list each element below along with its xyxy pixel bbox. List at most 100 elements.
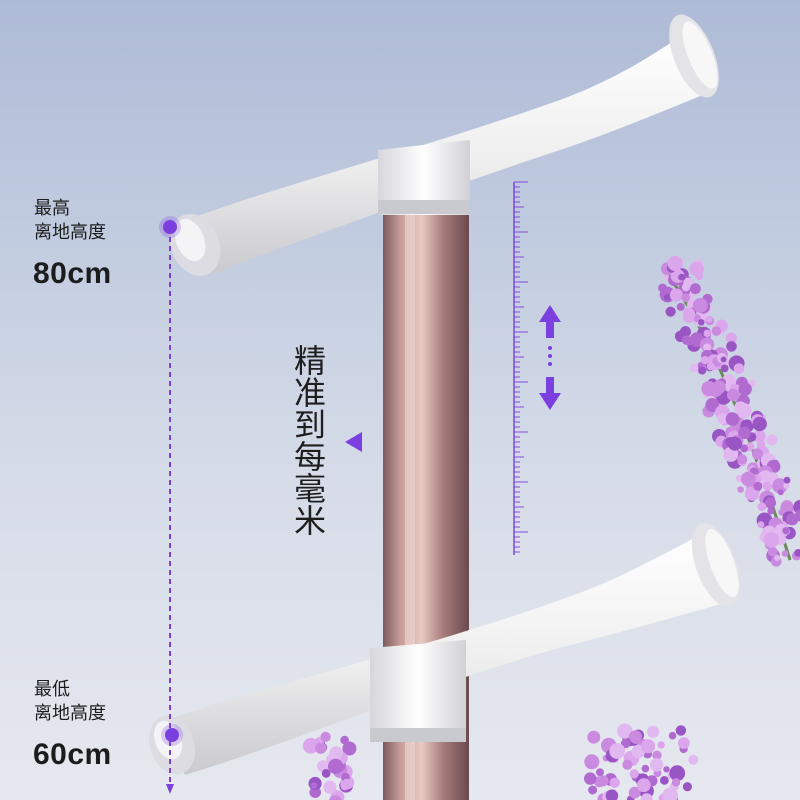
blossom xyxy=(584,754,600,770)
blossom xyxy=(310,782,318,789)
blossom xyxy=(751,448,764,460)
blossom xyxy=(781,550,789,557)
blossom xyxy=(630,733,642,744)
blossom xyxy=(701,380,717,397)
blossom xyxy=(685,337,694,346)
blossom xyxy=(342,778,351,787)
blossom xyxy=(780,500,794,513)
blossom xyxy=(657,741,665,749)
blossom xyxy=(733,363,745,374)
blossom xyxy=(703,329,712,338)
bottom-label-line1: 最低 xyxy=(34,679,70,700)
blossom xyxy=(671,778,681,787)
ruler-scale xyxy=(513,181,528,555)
blossom xyxy=(669,288,684,302)
blossom xyxy=(340,735,349,745)
blossom xyxy=(738,382,752,396)
blossom xyxy=(717,413,728,425)
blossom xyxy=(690,283,701,295)
blossom xyxy=(766,434,778,446)
blossom xyxy=(764,497,776,509)
blossom xyxy=(700,356,710,365)
blossom xyxy=(315,742,327,754)
blossom xyxy=(777,489,784,496)
blossom xyxy=(323,780,337,794)
blossom xyxy=(692,298,708,313)
blossom xyxy=(737,454,748,465)
blossom xyxy=(757,502,767,512)
blossom xyxy=(725,332,737,344)
blossom xyxy=(740,444,749,453)
blossom xyxy=(725,412,740,426)
blossom xyxy=(752,430,766,443)
blossom xyxy=(668,731,677,740)
blossom xyxy=(640,793,653,800)
blossom xyxy=(705,315,713,323)
blossom xyxy=(774,554,781,562)
blossom xyxy=(706,362,715,371)
blossom xyxy=(328,795,342,800)
blossom xyxy=(705,398,720,412)
blossom xyxy=(698,319,705,326)
blossom xyxy=(617,723,633,739)
blossom xyxy=(321,769,331,778)
blossom xyxy=(596,768,604,777)
blossom xyxy=(752,416,767,432)
blossom xyxy=(609,777,620,788)
top-label-line2: 离地高度 xyxy=(34,222,106,243)
blossom xyxy=(663,293,671,301)
blossom xyxy=(726,341,737,352)
blossom xyxy=(794,549,800,557)
blossom xyxy=(669,765,686,782)
blossom xyxy=(605,789,619,800)
blossom xyxy=(588,785,598,795)
blossom xyxy=(663,766,670,773)
blossom xyxy=(740,471,756,487)
blossom xyxy=(678,273,685,281)
blossom xyxy=(763,532,780,548)
blossom xyxy=(698,366,707,375)
blossom xyxy=(675,725,687,736)
top-height-value: 80cm xyxy=(33,257,112,290)
bottom-label-line2: 离地高度 xyxy=(34,703,106,724)
blossom xyxy=(734,401,747,415)
blossom xyxy=(688,754,699,765)
blossom xyxy=(795,509,800,522)
blossom xyxy=(757,470,774,486)
top-label-line1: 最高 xyxy=(34,198,70,219)
blossom xyxy=(587,730,601,744)
bottom-marker-dot xyxy=(165,728,179,742)
blossom xyxy=(720,364,729,373)
bottom-handle xyxy=(148,523,741,775)
blossom xyxy=(690,363,699,373)
blossom xyxy=(584,772,597,785)
blossom xyxy=(703,343,712,352)
arrow-dots xyxy=(548,346,552,366)
blossom xyxy=(767,507,775,515)
blossom xyxy=(727,436,743,451)
blossom xyxy=(682,307,696,321)
blossom xyxy=(678,737,690,749)
blossom xyxy=(681,293,691,303)
blossom xyxy=(622,759,633,770)
blossom xyxy=(652,750,662,760)
blossom xyxy=(757,521,765,529)
blossom xyxy=(676,302,685,311)
blossom xyxy=(647,725,660,738)
blossom xyxy=(772,478,788,494)
blossom xyxy=(320,731,331,743)
lavender-flower-bottom xyxy=(302,723,699,800)
blossom xyxy=(660,776,669,785)
blossom xyxy=(640,739,656,754)
blossom xyxy=(756,440,766,450)
blossom xyxy=(727,388,740,402)
bottom-height-value: 60cm xyxy=(33,738,112,771)
blossom xyxy=(665,306,676,317)
blossom xyxy=(782,527,790,535)
blossom xyxy=(342,741,357,756)
blossom xyxy=(628,786,641,799)
blossom xyxy=(783,482,790,489)
blossom xyxy=(778,509,785,516)
blossom xyxy=(667,255,683,272)
